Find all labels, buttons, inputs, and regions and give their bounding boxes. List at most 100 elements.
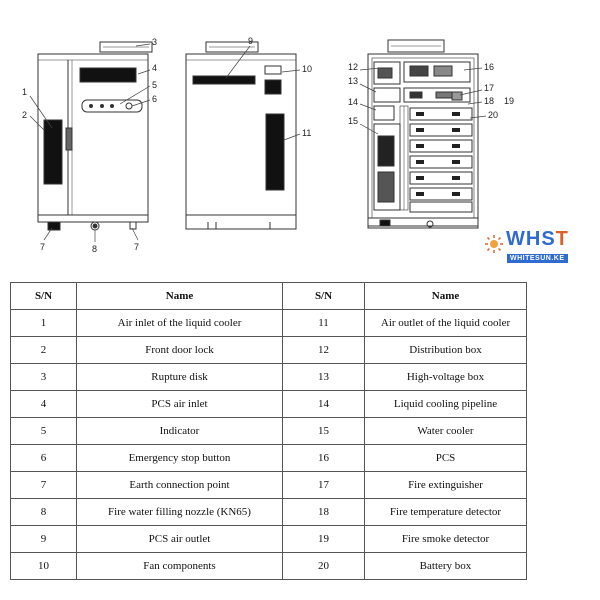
header-name: Name	[76, 282, 283, 310]
cell-name: Rupture disk	[76, 363, 283, 391]
callout-2: 2	[22, 110, 27, 120]
header-sn-2: S/N	[282, 282, 365, 310]
cell-name: Liquid cooling pipeline	[364, 390, 527, 418]
fan-components	[264, 79, 282, 95]
callout-labels: 1 2 3 4 5 6 7 7 8 9 10 11 12 13 14 15 16…	[22, 36, 514, 254]
callout-17: 17	[484, 83, 494, 93]
battery-box-1	[409, 107, 473, 121]
pcs	[403, 61, 471, 83]
cell-name: Air outlet of the liquid cooler	[364, 309, 527, 337]
callout-11: 11	[302, 128, 311, 138]
cell-sn: 18	[282, 498, 365, 526]
cell-sn: 15	[282, 417, 365, 445]
callout-7-left: 7	[40, 242, 45, 252]
cell-name: Emergency stop button	[76, 444, 283, 472]
callout-1: 1	[22, 87, 27, 97]
cell-sn: 4	[10, 390, 77, 418]
callout-7-right: 7	[134, 242, 139, 252]
callout-18: 18	[484, 96, 494, 106]
emergency-stop-button	[125, 102, 133, 110]
internal-view	[367, 39, 479, 229]
cell-sn: 13	[282, 363, 365, 391]
cell-name: Fire extinguisher	[364, 471, 527, 499]
cell-name: High-voltage box	[364, 363, 527, 391]
callout-14: 14	[348, 97, 358, 107]
air-outlet-liquid-cooler	[265, 113, 285, 191]
cell-name: Indicator	[76, 417, 283, 445]
header-name-2: Name	[364, 282, 527, 310]
cell-sn: 14	[282, 390, 365, 418]
pcs-air-inlet	[79, 67, 137, 83]
callout-15: 15	[348, 116, 358, 126]
cell-sn: 8	[10, 498, 77, 526]
cell-name: Distribution box	[364, 336, 527, 364]
cell-name: Fire smoke detector	[364, 525, 527, 553]
rear-view	[185, 41, 297, 230]
air-inlet-liquid-cooler	[43, 119, 63, 185]
cabinet-diagram: 1 2 3 4 5 6 7 7 8 9 10 11 12 13 14 15 16…	[22, 36, 514, 254]
cell-sn: 7	[10, 471, 77, 499]
callout-3: 3	[152, 37, 157, 47]
callout-16: 16	[484, 62, 494, 72]
cell-sn: 5	[10, 417, 77, 445]
distribution-box	[373, 61, 401, 85]
cell-sn: 9	[10, 525, 77, 553]
sun-icon	[485, 235, 503, 253]
cell-name: Earth connection point	[76, 471, 283, 499]
cell-sn: 12	[282, 336, 365, 364]
cell-name: Fire temperature detector	[364, 498, 527, 526]
cell-sn: 16	[282, 444, 365, 472]
liquid-cooling-pipeline	[373, 105, 395, 121]
leader-lines	[29, 43, 487, 242]
cell-sn: 11	[282, 309, 365, 337]
callout-10: 10	[302, 64, 312, 74]
callout-19: 19	[504, 96, 514, 106]
cell-sn: 10	[10, 552, 77, 580]
cell-name: Water cooler	[364, 417, 527, 445]
cell-name: Air inlet of the liquid cooler	[76, 309, 283, 337]
cell-sn: 17	[282, 471, 365, 499]
cell-sn: 2	[10, 336, 77, 364]
high-voltage-box	[373, 87, 401, 103]
logo-wordmark: WHST	[506, 228, 569, 250]
cell-name: Fan components	[76, 552, 283, 580]
cell-sn: 20	[282, 552, 365, 580]
table-header-row: S/N Name S/N Name	[10, 282, 527, 310]
cell-sn: 6	[10, 444, 77, 472]
callout-5: 5	[152, 80, 157, 90]
cell-name: PCS air inlet	[76, 390, 283, 418]
cell-sn: 1	[10, 309, 77, 337]
callout-9: 9	[248, 36, 253, 46]
fire-extinguisher	[451, 91, 463, 101]
cell-name: PCS	[364, 444, 527, 472]
callout-13: 13	[348, 76, 358, 86]
front-view	[37, 41, 153, 231]
callout-8: 8	[92, 244, 97, 254]
logo-subtitle: WHITESUN.KE	[507, 254, 568, 263]
callout-12: 12	[348, 62, 358, 72]
callout-6: 6	[152, 94, 157, 104]
callout-20: 20	[488, 110, 498, 120]
cell-name: Battery box	[364, 552, 527, 580]
header-sn: S/N	[10, 282, 77, 310]
cell-name: Front door lock	[76, 336, 283, 364]
whitesun-logo: WHST WHITESUN.KE	[480, 228, 598, 272]
pcs-air-outlet	[192, 75, 256, 85]
cell-name: PCS air outlet	[76, 525, 283, 553]
cell-sn: 19	[282, 525, 365, 553]
cell-name: Fire water filling nozzle (KN65)	[76, 498, 283, 526]
cell-sn: 3	[10, 363, 77, 391]
callout-4: 4	[152, 63, 157, 73]
